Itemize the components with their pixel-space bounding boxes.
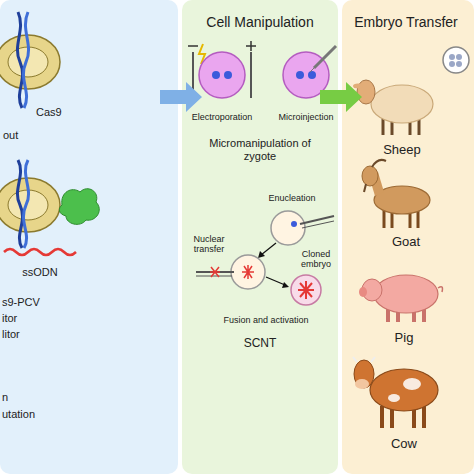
step-label: Cloned embryo xyxy=(296,249,336,270)
step-label: out xyxy=(3,129,18,142)
step-label: Enucleation xyxy=(268,193,315,203)
goat-figure xyxy=(362,160,430,228)
step-label: litor xyxy=(2,328,20,341)
cow-figure xyxy=(353,357,438,428)
animal-label: Cow xyxy=(391,437,417,452)
embryo-icon xyxy=(443,47,469,73)
flow-arrow xyxy=(320,82,362,112)
step-label: ssODN xyxy=(22,266,57,279)
sheep-figure xyxy=(353,80,433,135)
animal-label: Pig xyxy=(395,331,414,346)
animal-label: Goat xyxy=(392,235,420,250)
microinjection-figure xyxy=(283,46,336,98)
step-label: s9-PCV xyxy=(2,296,40,309)
step-label: Cas9 xyxy=(36,106,62,119)
panel-title: Embryo Transfer xyxy=(354,14,457,30)
step-label: SCNT xyxy=(244,337,277,351)
step-label: utation xyxy=(2,408,35,421)
ssodn-strand xyxy=(4,249,76,255)
animal-label: Sheep xyxy=(383,143,421,158)
flow-arrow xyxy=(160,82,202,112)
cas9-pcv-icon xyxy=(0,160,99,248)
step-label: n xyxy=(2,391,8,404)
pig-figure xyxy=(359,275,443,322)
step-label: Fusion and activation xyxy=(223,315,308,325)
panel-title: Cell Manipulation xyxy=(206,14,313,30)
step-label: Nuclear transfer xyxy=(188,234,230,255)
step-label: Micromanipulation of zygote xyxy=(205,137,315,162)
electroporation-figure xyxy=(188,41,256,98)
cas9-icon xyxy=(0,12,60,108)
stage-panel xyxy=(0,0,178,474)
step-label: Microinjection xyxy=(278,112,333,122)
step-label: Electroporation xyxy=(192,112,253,122)
step-label: itor xyxy=(2,312,17,325)
